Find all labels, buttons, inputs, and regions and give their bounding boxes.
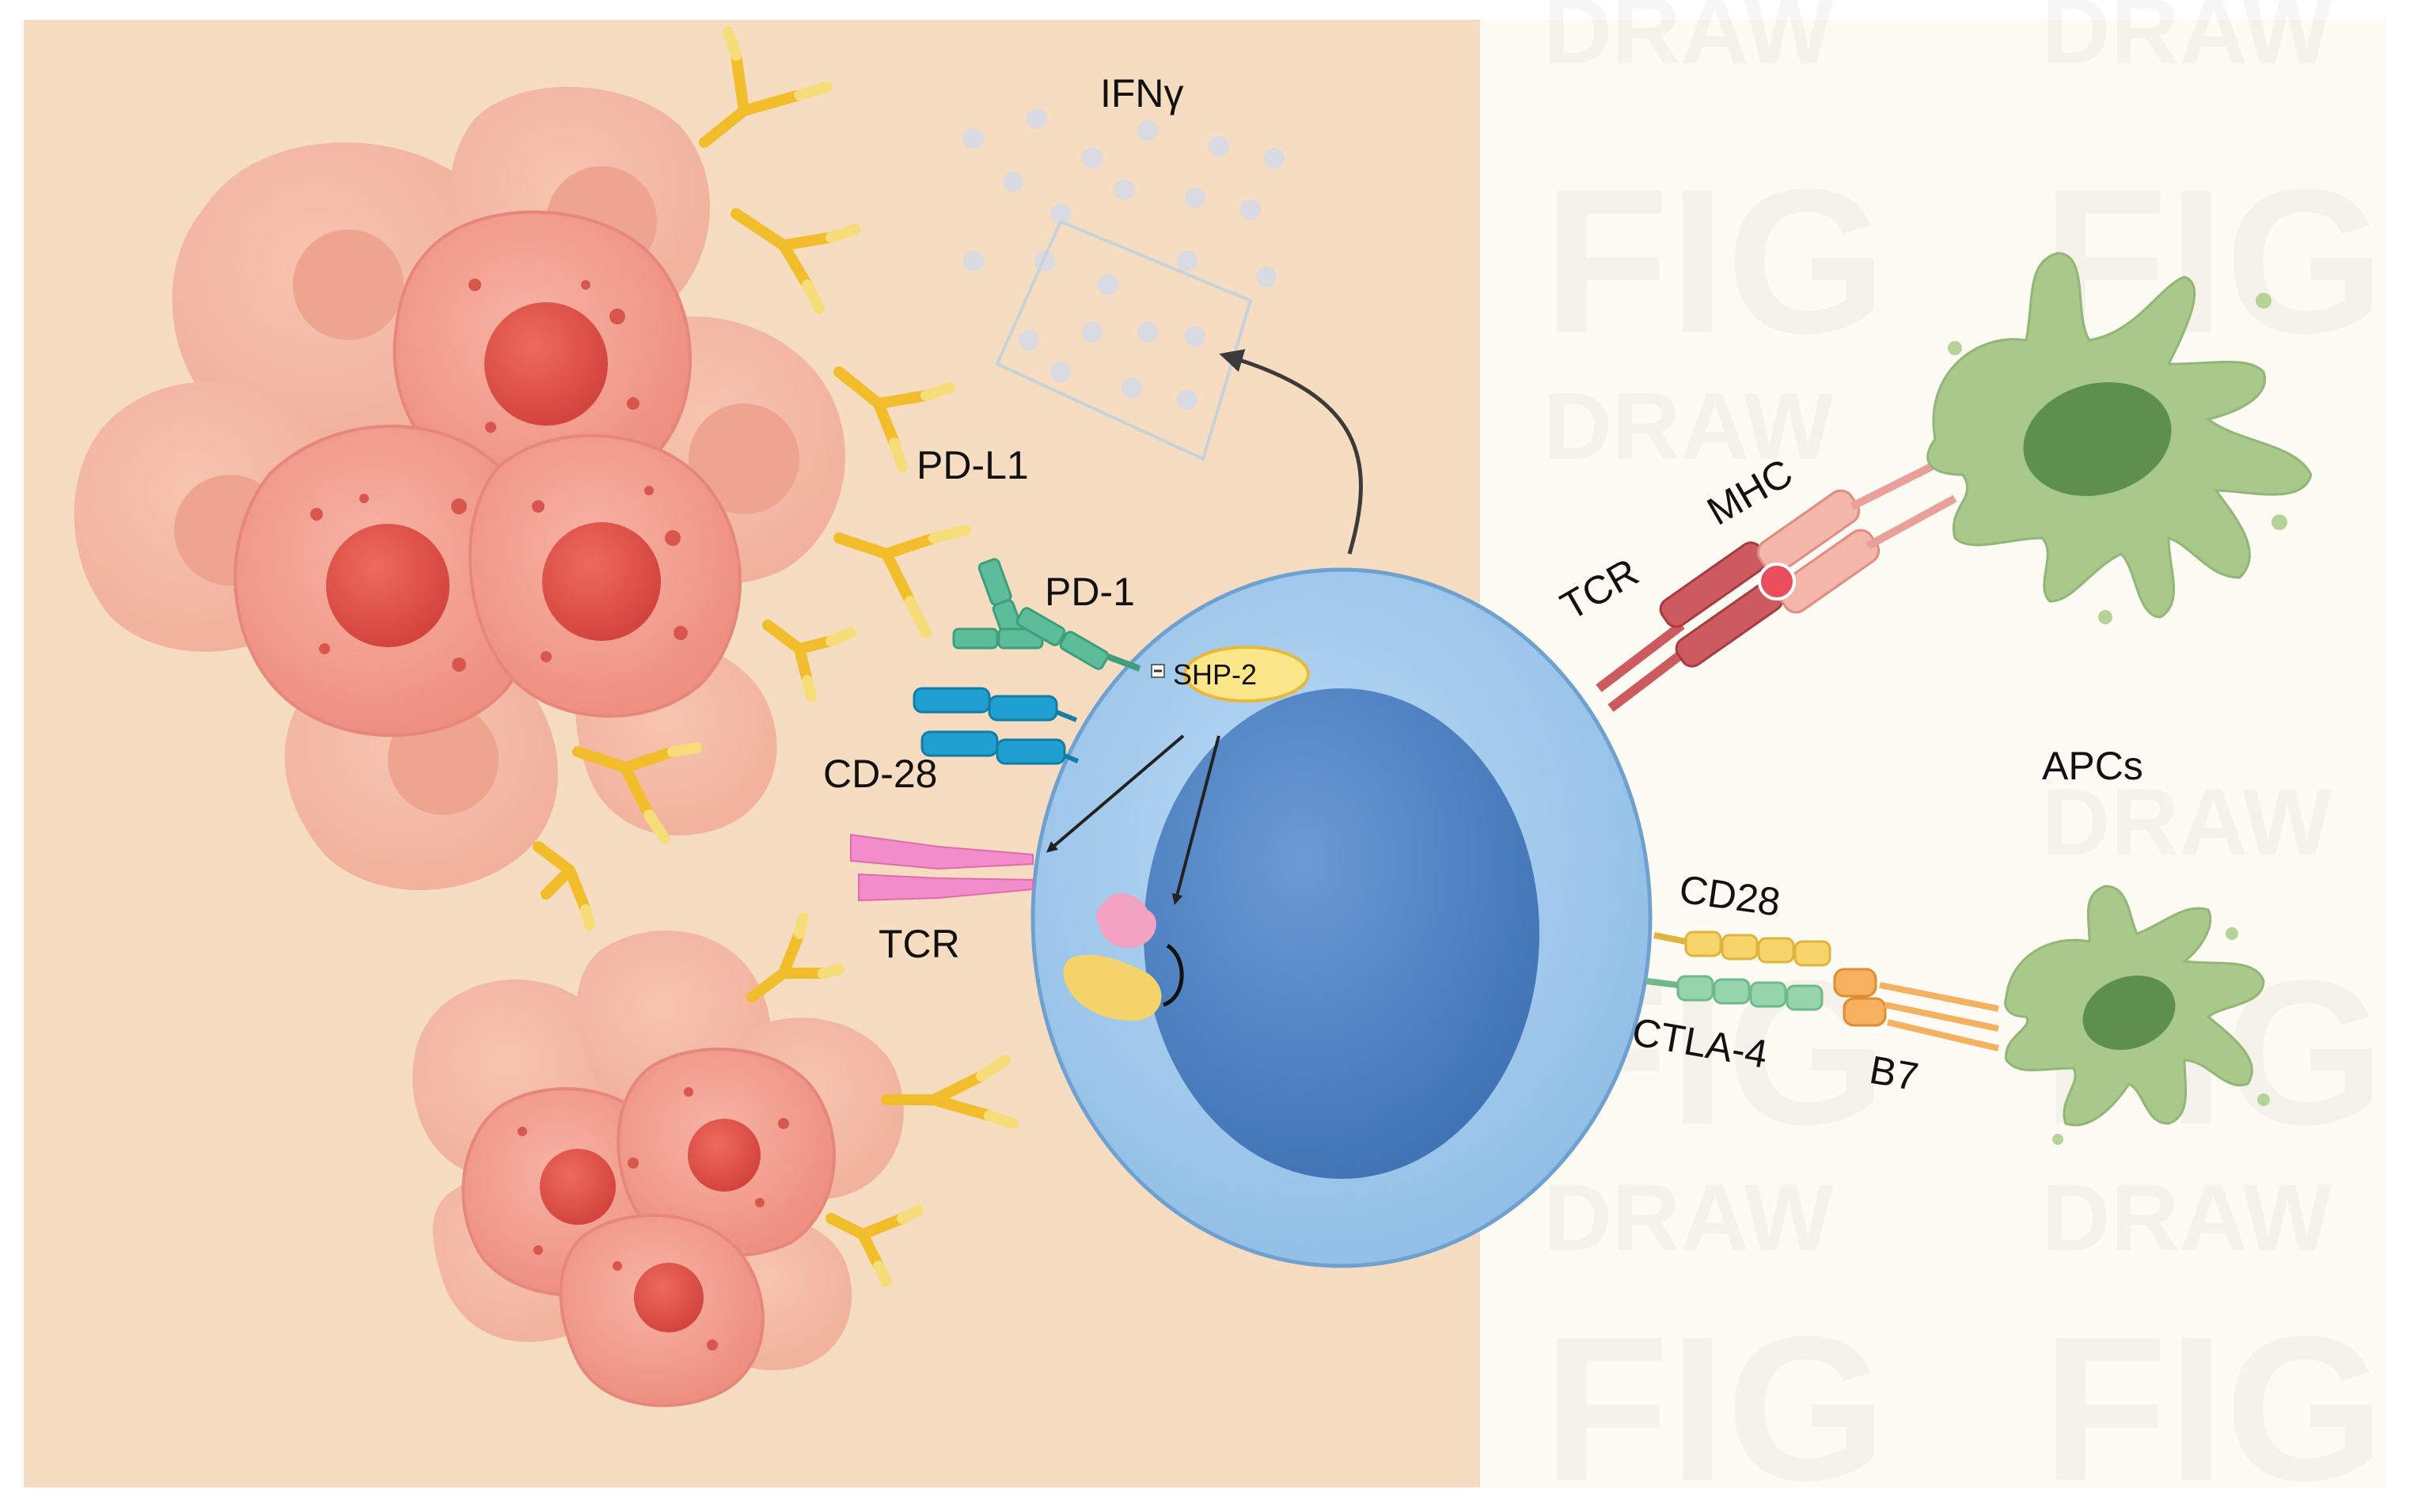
antibody [731,208,860,314]
tcr-receptor-right [1596,541,1784,712]
svg-text:FIG: FIG [2042,1294,2385,1512]
apc-nucleus [2082,975,2176,1051]
label-pd1: PD-1 [1045,570,1135,614]
label-tcr-left: TCR [879,922,960,966]
antigen-peptide [1758,563,1796,601]
antibody [572,742,702,844]
apc-region-background [1480,20,2386,1487]
t-cell [1030,567,1653,1268]
ctla4-receptor [1645,975,1824,1011]
ifn-gamma-field [995,219,1253,461]
label-shp2: SHP-2 [1173,658,1257,691]
tumor-cell-cluster-lower [412,930,904,1408]
svg-text:FIG: FIG [1543,147,1886,377]
svg-text:DRAW: DRAW [1543,0,1834,84]
tumor-nucleus [540,1149,616,1225]
transcription-factor-pink [1095,893,1156,949]
antibody [699,26,833,148]
dna-strand [1162,943,1184,1007]
antibody [533,841,595,931]
antibody [762,620,856,702]
label-b7: B7 [1866,1048,1922,1100]
t-cell-nucleus [1144,688,1539,1179]
tumor-nucleus [689,404,799,514]
secretion-arrow [1219,349,1363,555]
tumor-cell-cluster-upper [74,86,845,890]
apc-cell-lower [2004,885,2270,1145]
label-pdl1: PD-L1 [917,443,1029,487]
label-cd28-left: CD-28 [823,752,937,796]
tumor-nucleus [634,1263,704,1332]
tumor-granules [310,279,688,672]
label-apcs: APCs [2042,744,2143,788]
svg-text:DRAW: DRAW [1543,1165,1834,1271]
apc-cell-upper [1926,252,2313,624]
antibody [881,1055,1019,1129]
tumor-nucleus [293,229,404,340]
pd1-receptor [952,558,1141,672]
label-ifng: IFNγ [1100,71,1184,116]
antibody [833,366,955,472]
tumor-nucleus [542,522,661,641]
apc-nucleus [2023,382,2172,496]
tumor-nucleus [688,1119,761,1192]
signal-arrow [1046,734,1185,853]
svg-text:DRAW: DRAW [2042,0,2332,84]
antibody [746,912,844,1002]
svg-text:DRAW: DRAW [2042,1165,2332,1271]
tcr-receptor-left [850,833,1034,902]
signal-arrow [1171,735,1220,905]
tumor-nucleus [326,524,450,647]
cd28-receptor-right [1653,930,1831,967]
antibody [825,1205,924,1287]
svg-text:DRAW: DRAW [1543,373,1834,479]
svg-text:FIG: FIG [1543,1294,1886,1512]
tumor-nucleus [484,302,608,426]
b7-ligand [1833,968,1999,1052]
antibody [833,525,971,639]
cd28-receptor-left [913,687,1080,765]
shp2-enzyme [1151,646,1310,703]
ifn-gamma-molecules [963,108,1285,410]
transcription-factor-yellow [1063,954,1162,1021]
tumor-granules [518,1087,789,1351]
antibodies [533,26,1019,1287]
